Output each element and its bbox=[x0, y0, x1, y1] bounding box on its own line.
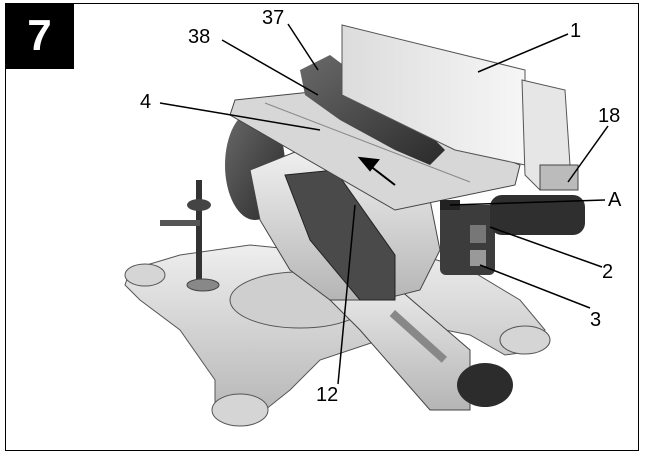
table-scale bbox=[264, 102, 471, 183]
leader-18 bbox=[567, 125, 609, 183]
fence-lock bbox=[539, 164, 579, 191]
leader-12 bbox=[337, 204, 356, 385]
slide-rail bbox=[389, 310, 448, 363]
base-foot-back bbox=[124, 263, 166, 287]
clamp-rod bbox=[196, 180, 202, 290]
clamp-foot bbox=[186, 278, 220, 292]
figure-number-badge: 7 bbox=[5, 3, 74, 69]
clamp-bar bbox=[160, 220, 200, 226]
leader-2 bbox=[489, 226, 603, 268]
callout-4: 4 bbox=[140, 91, 152, 113]
callout-1: 1 bbox=[570, 20, 582, 42]
base-foot-right bbox=[499, 325, 551, 355]
rip-fence bbox=[341, 24, 526, 166]
switch-housing bbox=[440, 205, 495, 275]
callout-A: A bbox=[608, 189, 622, 211]
callout-12: 12 bbox=[316, 384, 339, 406]
callout-3: 3 bbox=[590, 309, 602, 331]
lock-button bbox=[470, 250, 486, 266]
feed-direction-arrow bbox=[357, 156, 396, 186]
clamp-knob bbox=[187, 199, 211, 211]
base-foot-left bbox=[211, 393, 269, 427]
leader-38 bbox=[221, 39, 319, 96]
leader-37 bbox=[287, 23, 319, 71]
callout-18: 18 bbox=[598, 105, 621, 127]
right-handle bbox=[490, 195, 585, 235]
slide-handle bbox=[457, 363, 513, 407]
leader-4 bbox=[159, 102, 321, 131]
callout-2: 2 bbox=[602, 261, 614, 283]
leader-1 bbox=[477, 33, 569, 73]
switch-button bbox=[470, 225, 486, 243]
extension-slide bbox=[329, 269, 471, 411]
callout-38: 38 bbox=[188, 26, 211, 48]
callout-37: 37 bbox=[262, 7, 285, 29]
leader-A bbox=[449, 199, 606, 206]
leader-3 bbox=[479, 264, 591, 309]
